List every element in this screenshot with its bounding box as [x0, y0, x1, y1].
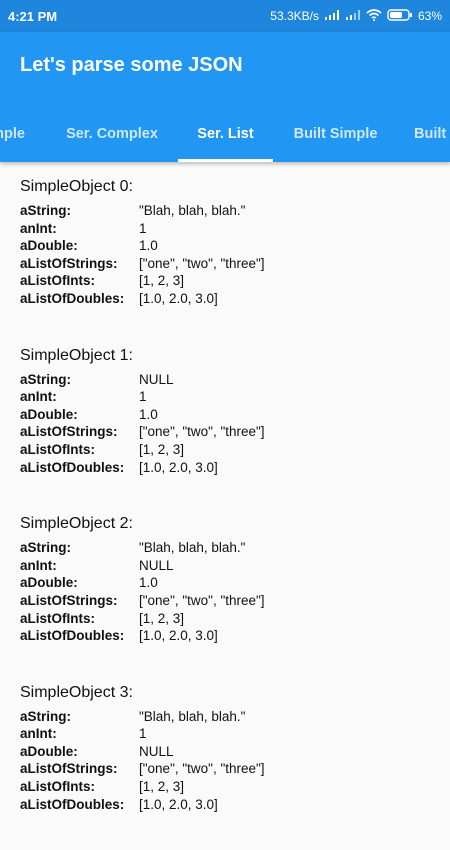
- field-row: aString: NULL: [20, 371, 440, 389]
- field-key: aString:: [20, 203, 72, 218]
- field-value: 1: [139, 726, 147, 742]
- field-row: anInt: NULL: [20, 557, 440, 575]
- object-title: SimpleObject 2:: [20, 515, 133, 533]
- field-key: aDouble:: [20, 238, 78, 254]
- field-key: anInt:: [20, 389, 57, 405]
- list-item: SimpleObject 2: aString: "Blah, blah, bla…: [20, 513, 440, 645]
- field-key: aListOfStrings:: [20, 761, 118, 777]
- status-icons: 53.3KB/s: [270, 8, 442, 24]
- object-title: SimpleObject 3:: [20, 683, 133, 701]
- field-key: aString:: [20, 708, 72, 724]
- field-key: aListOfInts:: [20, 273, 96, 289]
- tab-ser-complex[interactable]: Ser. Complex: [66, 126, 158, 142]
- tab-indicator: [178, 159, 273, 162]
- page-title: Let's parse some JSON: [20, 54, 243, 76]
- field-value: "Blah, blah, blah.": [139, 708, 246, 724]
- field-key: aListOfStrings:: [20, 424, 118, 440]
- field-row: aListOfInts: [1, 2, 3]: [20, 272, 440, 290]
- list-item: SimpleObject 0: aString: "Blah, blah, bla…: [20, 176, 440, 308]
- field-key: aListOfStrings:: [20, 255, 118, 271]
- object-title: SimpleObject 1:: [20, 346, 133, 364]
- battery-percent: 63%: [417, 9, 442, 23]
- field-row: aListOfStrings: ["one", "two", "three"]: [20, 592, 440, 610]
- object-title: SimpleObject 0:: [20, 178, 133, 195]
- field-value: "Blah, blah, blah.": [139, 540, 246, 556]
- signal-icon: [324, 9, 340, 24]
- status-time: 4:21 PM: [8, 8, 58, 24]
- field-value: ["one", "two", "three"]: [139, 761, 265, 777]
- field-value: [1, 2, 3]: [139, 441, 185, 457]
- field-row: aListOfDoubles: [1.0, 2.0, 3.0]: [20, 459, 440, 477]
- field-key: anInt:: [20, 726, 57, 742]
- network-speed: 53.3KB/s: [270, 9, 319, 23]
- field-value: NULL: [139, 371, 174, 387]
- field-row: aString: "Blah, blah, blah.": [20, 708, 440, 726]
- field-row: aDouble: 1.0: [20, 237, 440, 255]
- field-key: aString:: [20, 371, 72, 387]
- tab-bar: mple Ser. Complex Ser. List Built Simple…: [0, 106, 450, 162]
- field-value: [1.0, 2.0, 3.0]: [139, 459, 218, 475]
- field-key: aListOfStrings:: [20, 592, 118, 608]
- tab-ser-list[interactable]: Ser. List: [197, 126, 254, 142]
- field-key: aListOfInts:: [20, 610, 96, 626]
- field-row: aListOfStrings: ["one", "two", "three"]: [20, 423, 440, 441]
- battery-icon: [387, 8, 413, 24]
- field-row: aDouble: 1.0: [20, 574, 440, 592]
- field-key: aListOfInts:: [20, 779, 96, 795]
- status-bar: 4:21 PM 53.3KB/s: [0, 0, 450, 32]
- field-value: NULL: [139, 557, 174, 573]
- wifi-icon: [366, 8, 382, 24]
- field-key: aString:: [20, 540, 72, 556]
- field-row: aDouble: NULL: [20, 743, 440, 761]
- field-value: 1.0: [139, 238, 158, 254]
- field-row: aListOfInts: [1, 2, 3]: [20, 778, 440, 796]
- field-value: 1.0: [139, 575, 158, 591]
- field-value: 1: [139, 389, 147, 405]
- field-value: "Blah, blah, blah.": [139, 203, 246, 218]
- field-row: aListOfStrings: ["one", "two", "three"]: [20, 255, 440, 273]
- tab-built-simple[interactable]: Built Simple: [293, 126, 378, 142]
- list-item: SimpleObject 3: aString: "Blah, blah, bla…: [20, 682, 440, 814]
- field-key: aListOfDoubles:: [20, 459, 125, 475]
- field-value: 1.0: [139, 406, 158, 422]
- field-key: aListOfDoubles:: [20, 290, 125, 306]
- field-value: ["one", "two", "three"]: [139, 592, 265, 608]
- field-value: [1, 2, 3]: [139, 610, 185, 626]
- tab-simple[interactable]: mple: [0, 126, 25, 142]
- field-value: [1, 2, 3]: [139, 779, 185, 795]
- field-row: aString: "Blah, blah, blah.": [20, 202, 440, 220]
- field-value: [1.0, 2.0, 3.0]: [139, 628, 218, 644]
- object-list[interactable]: SimpleObject 0: aString: "Blah, blah, bla…: [20, 176, 440, 850]
- field-row: aListOfDoubles: [1.0, 2.0, 3.0]: [20, 627, 440, 645]
- field-value: ["one", "two", "three"]: [139, 255, 265, 271]
- list-item: SimpleObject 1: aString: NULL anInt: 1 aDo…: [20, 345, 440, 477]
- app-bar: Let's parse some JSON mple Ser. Complex …: [0, 32, 450, 162]
- field-key: aListOfInts:: [20, 441, 96, 457]
- field-row: aListOfInts: [1, 2, 3]: [20, 610, 440, 628]
- field-key: aListOfDoubles:: [20, 796, 125, 812]
- field-row: aListOfDoubles: [1.0, 2.0, 3.0]: [20, 796, 440, 814]
- field-value: ["one", "two", "three"]: [139, 424, 265, 440]
- field-row: aDouble: 1.0: [20, 406, 440, 424]
- field-row: anInt: 1: [20, 220, 440, 238]
- field-row: aString: "Blah, blah, blah.": [20, 539, 440, 557]
- field-key: aListOfDoubles:: [20, 628, 125, 644]
- field-row: aListOfInts: [1, 2, 3]: [20, 441, 440, 459]
- field-row: anInt: 1: [20, 388, 440, 406]
- field-key: aDouble:: [20, 575, 78, 591]
- field-key: anInt:: [20, 220, 57, 236]
- field-row: aListOfDoubles: [1.0, 2.0, 3.0]: [20, 290, 440, 308]
- field-row: aListOfStrings: ["one", "two", "three"]: [20, 760, 440, 778]
- field-key: aDouble:: [20, 406, 78, 422]
- field-value: [1.0, 2.0, 3.0]: [139, 796, 218, 812]
- tab-built-complex[interactable]: Built C: [414, 126, 450, 142]
- signal-icon-2: [345, 9, 361, 24]
- field-value: [1.0, 2.0, 3.0]: [139, 290, 218, 306]
- field-key: aDouble:: [20, 743, 78, 759]
- field-value: NULL: [139, 743, 174, 759]
- field-value: [1, 2, 3]: [139, 273, 185, 289]
- field-key: anInt:: [20, 557, 57, 573]
- field-value: 1: [139, 220, 147, 236]
- field-row: anInt: 1: [20, 725, 440, 743]
